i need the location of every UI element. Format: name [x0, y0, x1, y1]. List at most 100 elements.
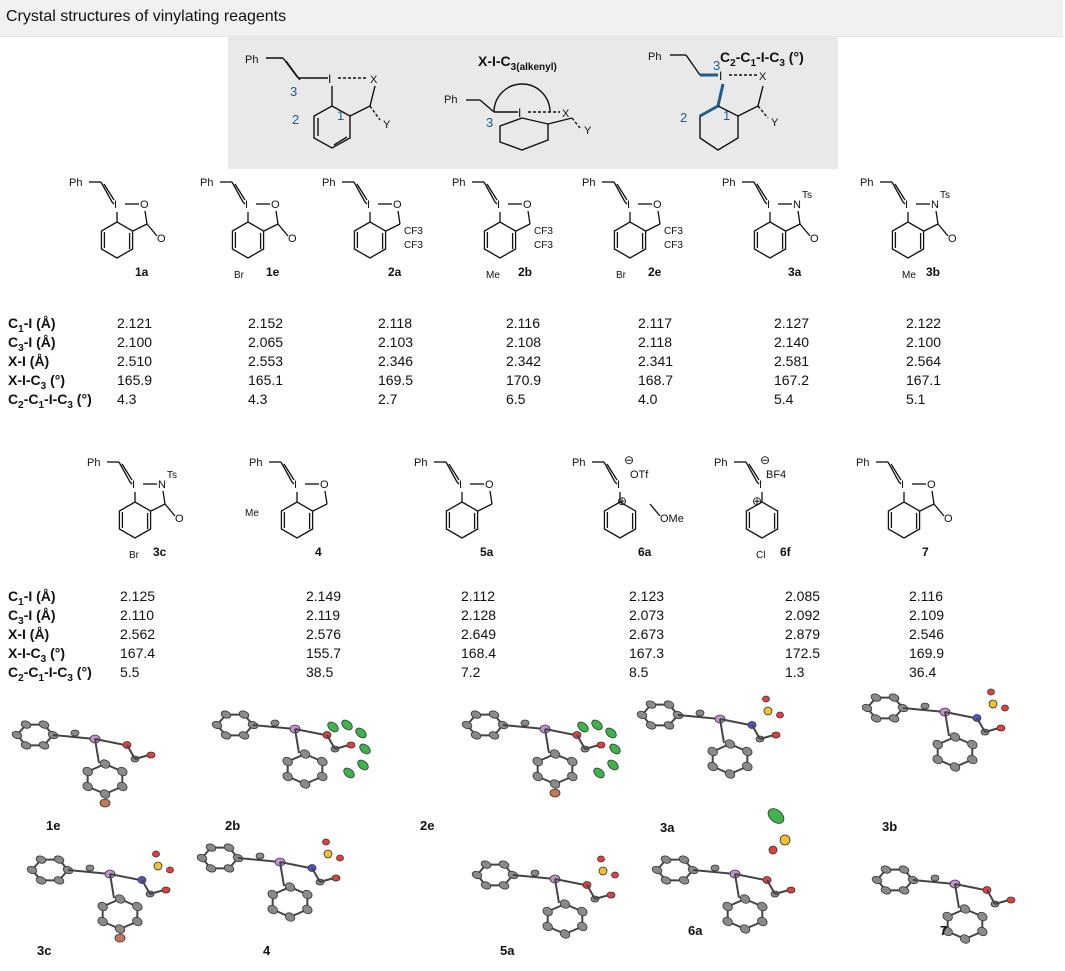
table-cell-c3i: 2.109 — [909, 607, 944, 623]
atom-ellipsoid — [988, 699, 998, 709]
table-cell-xi: 2.581 — [774, 353, 809, 369]
atom-ellipsoid — [888, 714, 900, 723]
benzene-ring — [483, 221, 517, 259]
atom-ellipsoid — [53, 876, 65, 885]
compound-label: 1a — [135, 265, 149, 279]
atom-ellipsoid — [549, 749, 561, 759]
table-cell-xic3: 167.2 — [774, 372, 809, 388]
atom-ellipsoid — [942, 911, 953, 922]
row-label-xic3: X-I-C3 (°) — [8, 372, 65, 392]
atom-ellipsoid — [861, 703, 873, 713]
structure-iodine-label: I — [294, 479, 297, 491]
atom-ellipsoid — [636, 710, 648, 720]
structure-substituent: CF3 — [534, 240, 553, 251]
atom-ellipsoid — [359, 743, 371, 755]
atom-ellipsoid — [267, 904, 278, 915]
scheme-mid-ph: Ph — [444, 94, 457, 106]
atom-ellipsoid — [932, 739, 943, 750]
ortep-molecule — [471, 855, 619, 939]
scheme-right-iodine: I — [719, 69, 722, 83]
scheme-mid-x: X — [562, 108, 570, 120]
atom-ellipsoid — [114, 894, 126, 904]
atom-ellipsoid — [323, 849, 333, 859]
atom-ellipsoid — [205, 843, 217, 852]
scheme-right-label-1: 1 — [723, 108, 730, 123]
table-cell-dihedral: 4.3 — [248, 391, 268, 407]
structure-heteroatom-label: O — [485, 479, 494, 491]
atom-ellipsoid — [346, 741, 356, 749]
structure-iodine-label: I — [132, 479, 135, 491]
table-cell-xic3: 170.9 — [506, 372, 541, 388]
table-cell-dihedral: 4.0 — [638, 391, 658, 407]
benzene-ring — [603, 501, 637, 539]
atom-ellipsoid — [724, 739, 736, 749]
structure-ph-label: Ph — [87, 457, 100, 469]
structure-ring-substituent: Me — [902, 270, 916, 281]
atom-ellipsoid — [898, 886, 910, 895]
table-cell-c1i: 2.152 — [248, 315, 283, 331]
atom-ellipsoid — [597, 855, 605, 863]
table-cell-xic3: 168.7 — [638, 372, 673, 388]
compound-label: 1e — [266, 265, 280, 279]
table-cell-dihedral: 1.3 — [785, 664, 805, 680]
structure-heteroatom-label: N — [931, 199, 939, 211]
atom-ellipsoid — [967, 754, 978, 765]
benzene-ring — [280, 501, 314, 539]
atom-ellipsoid — [267, 889, 278, 900]
atom-ellipsoid — [932, 754, 943, 765]
atom-ellipsoid — [471, 870, 483, 880]
structure-ring-substituent: Cl — [756, 550, 765, 561]
atom-ellipsoid — [593, 767, 605, 779]
ortep-label: 3c — [37, 943, 51, 958]
ortep-molecule — [871, 865, 1016, 944]
row-label-c3i: C3-I (Å) — [8, 334, 56, 354]
table-cell-xi: 2.342 — [506, 353, 541, 369]
structure-ph-label: Ph — [414, 457, 427, 469]
row-label-c1i: C1-I (Å) — [8, 588, 56, 608]
compound-label: 4 — [315, 545, 322, 559]
atom-ellipsoid — [97, 901, 108, 912]
compound-label: 6a — [638, 545, 652, 559]
structure-iodine-label: I — [367, 199, 370, 211]
table-cell-c3i: 2.119 — [306, 607, 340, 623]
structure-exo-label: O — [944, 513, 953, 525]
atom-ellipsoid — [1006, 896, 1016, 904]
benzene-ring — [745, 501, 779, 539]
scheme-structure-right: Ph I X Y 3 1 2 — [648, 51, 779, 151]
table-cell-c1i: 2.116 — [909, 588, 943, 604]
atom-ellipsoid — [117, 766, 128, 777]
table-cell-c1i: 2.117 — [638, 315, 672, 331]
atom-ellipsoid — [996, 724, 1006, 732]
atom-ellipsoid — [607, 759, 619, 771]
compound-label: 2b — [518, 265, 532, 279]
table-cell-xic3: 167.1 — [906, 372, 941, 388]
atom-ellipsoid — [532, 756, 543, 767]
row-label-c2c1ic3: C2-C1-I-C3 (°) — [8, 391, 92, 411]
atom-ellipsoid — [757, 916, 768, 927]
table-cell-c1i: 2.123 — [629, 588, 664, 604]
atom-ellipsoid — [577, 721, 589, 733]
atom-ellipsoid — [949, 762, 961, 772]
ortep-molecule — [651, 855, 796, 934]
structure-n-substituent: Ts — [940, 190, 950, 201]
atom-ellipsoid — [82, 766, 93, 777]
atom-ellipsoid — [695, 709, 705, 717]
atom-ellipsoid — [331, 874, 341, 882]
table-cell-xi: 2.562 — [120, 626, 155, 642]
atom-ellipsoid — [480, 860, 492, 869]
atom-ellipsoid — [967, 739, 978, 750]
table-cell-c3i: 2.073 — [629, 607, 664, 623]
atom-ellipsoid — [153, 861, 163, 871]
atom-ellipsoid — [488, 731, 500, 740]
atom-ellipsoid — [678, 876, 690, 885]
atom-ellipsoid — [609, 743, 621, 755]
structure-iodine-label: I — [759, 479, 762, 491]
atom-ellipsoid — [767, 808, 785, 824]
